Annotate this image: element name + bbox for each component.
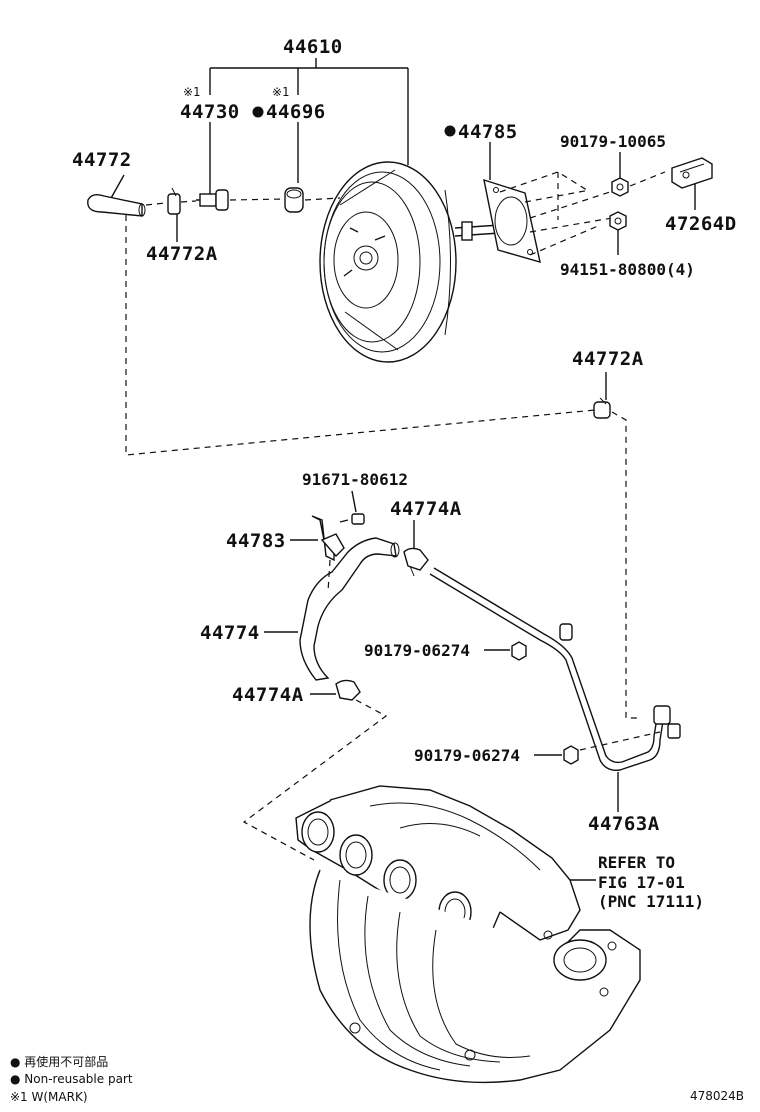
- clamp-44774A-bottom: [242, 679, 388, 861]
- label-44774A-bottom: 44774A: [232, 684, 304, 706]
- bolt-91671: [339, 490, 365, 525]
- nut-90179-10065: [611, 177, 629, 197]
- w-mark-44696: ※1: [272, 85, 289, 99]
- brake-booster: [319, 161, 501, 363]
- clamp-44774A-top: [403, 520, 429, 577]
- label-44772: 44772: [72, 149, 132, 171]
- refer-line-1: REFER TO: [598, 853, 675, 872]
- label-44696: 44696: [266, 101, 326, 123]
- label-44610: 44610: [283, 36, 343, 58]
- non-reusable-dot-44696: [252, 106, 264, 118]
- clevis-47264D: [671, 157, 713, 189]
- label-91671-80612: 91671-80612: [302, 470, 408, 489]
- legend-non-reusable-jp: ● 再使用不可部品: [10, 1054, 108, 1069]
- nut-90179-06274-b: [534, 745, 579, 765]
- label-44783: 44783: [226, 530, 286, 552]
- gasket-44785: [483, 178, 541, 263]
- legend-w-mark: ※1 W(MARK): [10, 1090, 88, 1104]
- clip-44772A-right: [593, 372, 611, 419]
- vacuum-tube-44763A: [429, 567, 681, 812]
- dashed-route-main: [125, 215, 596, 456]
- dashed-route-right: [611, 411, 640, 719]
- w-mark-44730: ※1: [183, 85, 200, 99]
- label-94151-80800: 94151-80800(4): [560, 260, 695, 279]
- label-44774A-top: 44774A: [390, 498, 462, 520]
- mounting-box: [499, 171, 666, 256]
- label-44772A-top: 44772A: [146, 243, 218, 265]
- label-44772A-right: 44772A: [572, 348, 644, 370]
- label-44763A: 44763A: [588, 813, 660, 835]
- intake-manifold: [295, 785, 641, 1084]
- hose-44774: [264, 537, 400, 681]
- label-44785: 44785: [458, 121, 518, 143]
- dashed-route-manifold: [242, 699, 388, 861]
- nut-94151-80800: [609, 211, 627, 231]
- diagram-id: 478024B: [690, 1089, 744, 1103]
- label-44774: 44774: [200, 622, 260, 644]
- label-44730: 44730: [180, 101, 240, 123]
- refer-line-3: (PNC 17111): [598, 892, 704, 911]
- hose-44772: [87, 193, 166, 217]
- refer-line-2: FIG 17-01: [598, 873, 685, 892]
- nut-90179-06274-a: [484, 641, 527, 661]
- grommet-44696: [284, 187, 341, 213]
- clip-44772A-top: [167, 187, 197, 215]
- label-90179-10065: 90179-10065: [560, 132, 666, 151]
- leader-44610: [109, 58, 696, 255]
- label-90179-06274-b: 90179-06274: [414, 746, 520, 765]
- label-90179-06274-a: 90179-06274: [364, 641, 470, 660]
- check-valve-44730: [196, 189, 286, 211]
- non-reusable-dot-44785: [444, 125, 456, 137]
- label-47264D: 47264D: [665, 213, 737, 235]
- bracket-44783: [290, 515, 345, 562]
- legend-non-reusable-en: ● Non-reusable part: [10, 1072, 133, 1086]
